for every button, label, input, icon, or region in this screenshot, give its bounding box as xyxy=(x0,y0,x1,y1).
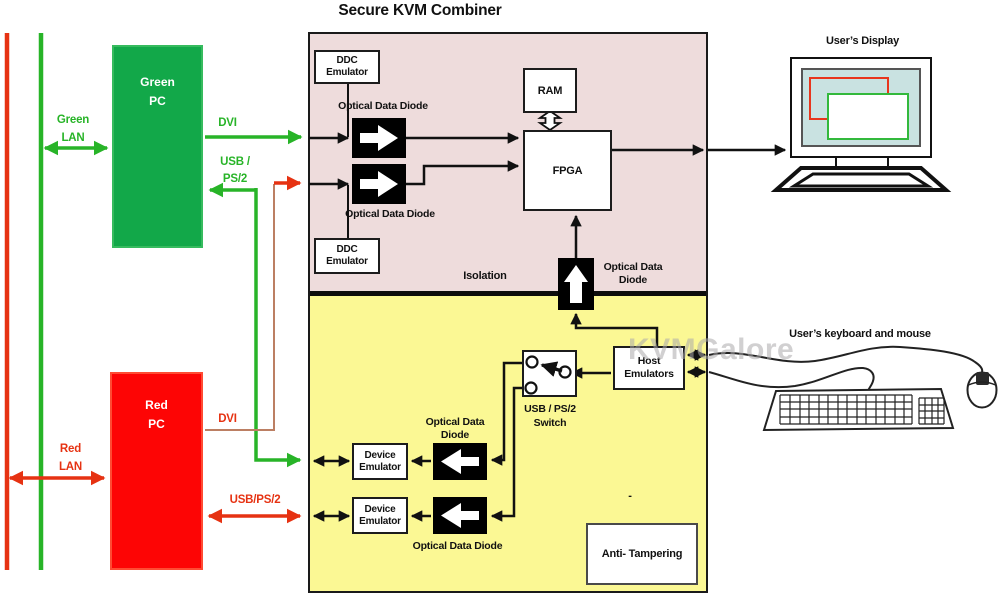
mouse-body xyxy=(966,371,998,409)
optical-data-diode-kb-bottom xyxy=(433,497,487,534)
mouse-wheel xyxy=(976,372,989,385)
red-dvi-label: DVI xyxy=(218,413,237,425)
right-arrow-icon xyxy=(360,125,398,151)
left-arrow-icon xyxy=(441,449,479,474)
red-pc-label-2: PC xyxy=(148,417,165,431)
isolation-label: Isolation xyxy=(463,270,507,282)
keyboard-outline xyxy=(762,387,955,432)
optical-diode-top-label: Optical Data Diode xyxy=(338,100,428,112)
green-usb-label-2: PS/2 xyxy=(222,173,248,185)
right-arrow-icon xyxy=(360,171,398,197)
fpga-box: FPGA xyxy=(523,130,612,211)
green-usb-cable-to-combiner xyxy=(254,188,302,468)
green-lan-label-2: LAN xyxy=(61,132,85,144)
monitor-base-inner xyxy=(788,172,934,188)
iso-diode-label: Optical Data Diode xyxy=(597,261,669,287)
device-emulator-bottom-label-2: Emulator xyxy=(359,515,401,527)
red-pc-box: Red PC xyxy=(110,372,203,570)
host-emulators-label-2: Emulators xyxy=(624,368,674,380)
red-lan-label-1: Red xyxy=(59,443,82,455)
keyboard-keys xyxy=(779,394,913,425)
red-lan-label: Red LAN xyxy=(38,440,103,476)
optical-diode-kb-top-label-2: Diode xyxy=(440,429,470,441)
green-lan-label-1: Green xyxy=(56,114,90,126)
fpga-label: FPGA xyxy=(552,164,583,177)
mouse-buttons-line xyxy=(968,381,996,386)
green-pc-label-2: PC xyxy=(149,94,166,108)
optical-diode-kb-top-label: Optical Data Diode xyxy=(410,416,500,442)
keyboard-numpad xyxy=(918,397,945,425)
optical-diode-kb-top-label-1: Optical Data xyxy=(425,416,485,428)
anti-tampering-label: Anti- Tampering xyxy=(601,548,683,560)
ram-label: RAM xyxy=(537,84,563,97)
ddc-bottom-label-1: DDC xyxy=(336,244,358,255)
iso-diode-label-1: Optical Data xyxy=(603,261,663,273)
keyboard-mouse-label: User’s keyboard and mouse xyxy=(789,328,931,340)
iso-diode-label-2: Diode xyxy=(618,274,648,286)
optical-diode-mid-label: Optical Data Diode xyxy=(345,208,435,220)
monitor-base xyxy=(770,166,952,192)
optical-diode-kb-bottom-label: Optical Data Diode xyxy=(412,540,503,552)
device-emulator-top-label-1: Device xyxy=(364,449,396,461)
green-dvi-label: DVI xyxy=(218,117,237,129)
optical-data-diode-video-red xyxy=(352,164,406,204)
red-lan-label-2: LAN xyxy=(58,461,83,473)
ddc-emulator-bottom: DDC Emulator xyxy=(314,238,380,274)
green-pc-window xyxy=(827,93,909,140)
usb-ps2-switch-box xyxy=(522,350,577,397)
up-arrow-icon xyxy=(564,265,588,303)
usb-switch-label: USB / PS/2 Switch xyxy=(514,402,586,430)
left-arrow-icon xyxy=(441,503,479,528)
usb-switch-label-1: USB / PS/2 xyxy=(524,403,576,415)
usb-switch-label-2: Switch xyxy=(533,417,567,429)
ddc-top-label-2: Emulator xyxy=(326,67,368,78)
device-emulator-top-label-2: Emulator xyxy=(359,461,401,473)
host-emulators-box: Host Emulators xyxy=(613,346,685,390)
red-pc-label-1: Red xyxy=(145,398,168,412)
red-dvi-cable-run xyxy=(205,184,275,431)
anti-tampering-box: Anti- Tampering xyxy=(586,523,698,585)
device-emulator-bottom-label-1: Device xyxy=(364,503,396,515)
red-usb-label: USB/PS/2 xyxy=(229,494,281,506)
green-pc-label-1: Green xyxy=(140,75,175,89)
ddc-bottom-label-2: Emulator xyxy=(326,256,368,267)
ram-box: RAM xyxy=(523,68,577,113)
keyboard-cable xyxy=(708,366,875,392)
ddc-emulator-top: DDC Emulator xyxy=(314,50,380,84)
dash-mark: - xyxy=(628,490,632,502)
optical-data-diode-video-green xyxy=(352,118,406,158)
green-pc-box: Green PC xyxy=(112,45,203,248)
optical-data-diode-kb-top xyxy=(433,443,487,480)
optical-data-diode-isolation xyxy=(558,258,594,310)
monitor-neck xyxy=(835,156,889,170)
device-emulator-bottom: Device Emulator xyxy=(352,497,408,534)
green-usb-label-1: USB / xyxy=(220,156,250,168)
green-usb-label: USB / PS/2 xyxy=(205,154,265,188)
device-emulator-top: Device Emulator xyxy=(352,443,408,480)
green-lan-label: Green LAN xyxy=(38,111,108,147)
diagram-title: Secure KVM Combiner xyxy=(338,2,502,19)
user-display-label: User’s Display xyxy=(825,35,900,47)
host-emulators-label-1: Host xyxy=(637,355,661,367)
ddc-top-label-1: DDC xyxy=(336,55,358,66)
isolation-barrier-line xyxy=(310,291,706,296)
mouse-cable xyxy=(708,345,984,373)
